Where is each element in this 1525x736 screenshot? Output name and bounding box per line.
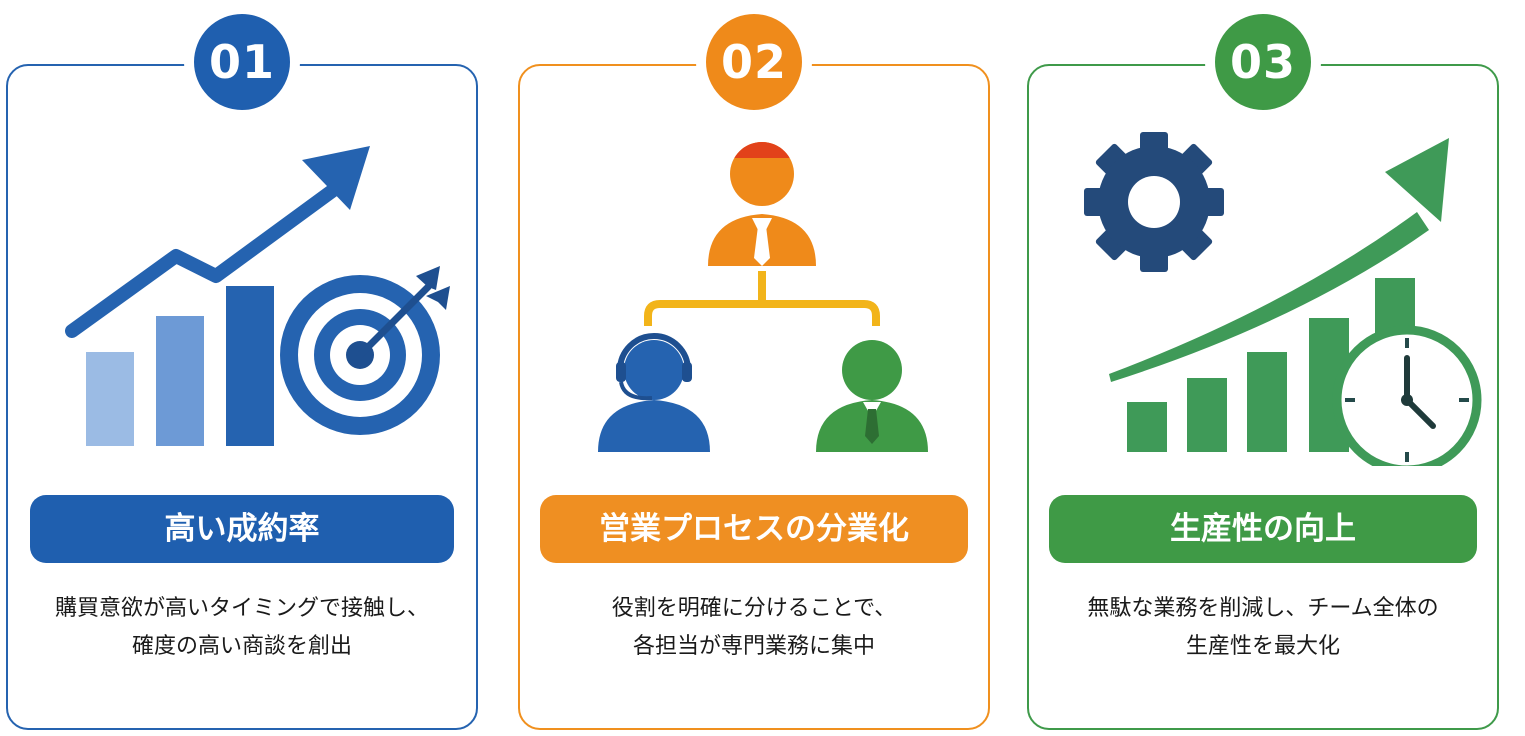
feature-card-division-of-labor: 02 営業プロセスの分業化 役割を明確 bbox=[518, 4, 990, 730]
description-line: 購買意欲が高いタイミングで接触し、 bbox=[54, 596, 429, 621]
description-line: 各担当が専門業務に集中 bbox=[632, 634, 875, 659]
step-number-badge: 03 bbox=[1205, 4, 1321, 120]
trend-arrow-icon bbox=[65, 146, 370, 338]
step-number-badge: 01 bbox=[184, 4, 300, 120]
feature-title: 営業プロセスの分業化 bbox=[540, 495, 968, 563]
org-structure-illustration bbox=[598, 142, 928, 452]
gear-icon bbox=[1084, 132, 1224, 272]
bar-1 bbox=[86, 352, 134, 446]
connector-lines bbox=[644, 271, 880, 326]
feature-title: 高い成約率 bbox=[30, 495, 454, 563]
feature-card-high-conversion: 01 高い成約率 購買意欲が高いタイミングで接触し、 確度の高い商談を創出 bbox=[6, 4, 478, 730]
bar-2 bbox=[156, 316, 204, 446]
feature-description: 購買意欲が高いタイミングで接触し、 確度の高い商談を創出 bbox=[16, 590, 468, 666]
salesperson-icon bbox=[816, 340, 928, 452]
growth-target-illustration bbox=[65, 146, 450, 446]
stopwatch-icon bbox=[1332, 325, 1482, 466]
description-line: 役割を明確に分けることで、 bbox=[611, 596, 897, 621]
headset-operator-icon bbox=[598, 333, 710, 452]
bar-chart-icon bbox=[86, 286, 274, 446]
feature-card-productivity: 03 bbox=[1027, 4, 1499, 730]
bar-3 bbox=[226, 286, 274, 446]
description-line: 無駄な業務を削減し、チーム全体の bbox=[1087, 596, 1439, 621]
feature-description: 役割を明確に分けることで、 各担当が専門業務に集中 bbox=[528, 590, 980, 666]
manager-person-icon bbox=[708, 142, 816, 266]
description-line: 確度の高い商談を創出 bbox=[131, 634, 352, 659]
trend-arrow-icon bbox=[1109, 138, 1449, 382]
target-icon bbox=[280, 266, 450, 435]
step-number-badge: 02 bbox=[696, 4, 812, 120]
description-line: 生産性を最大化 bbox=[1185, 634, 1340, 659]
feature-description: 無駄な業務を削減し、チーム全体の 生産性を最大化 bbox=[1037, 590, 1489, 666]
productivity-illustration bbox=[1084, 132, 1482, 466]
feature-title: 生産性の向上 bbox=[1049, 495, 1477, 563]
